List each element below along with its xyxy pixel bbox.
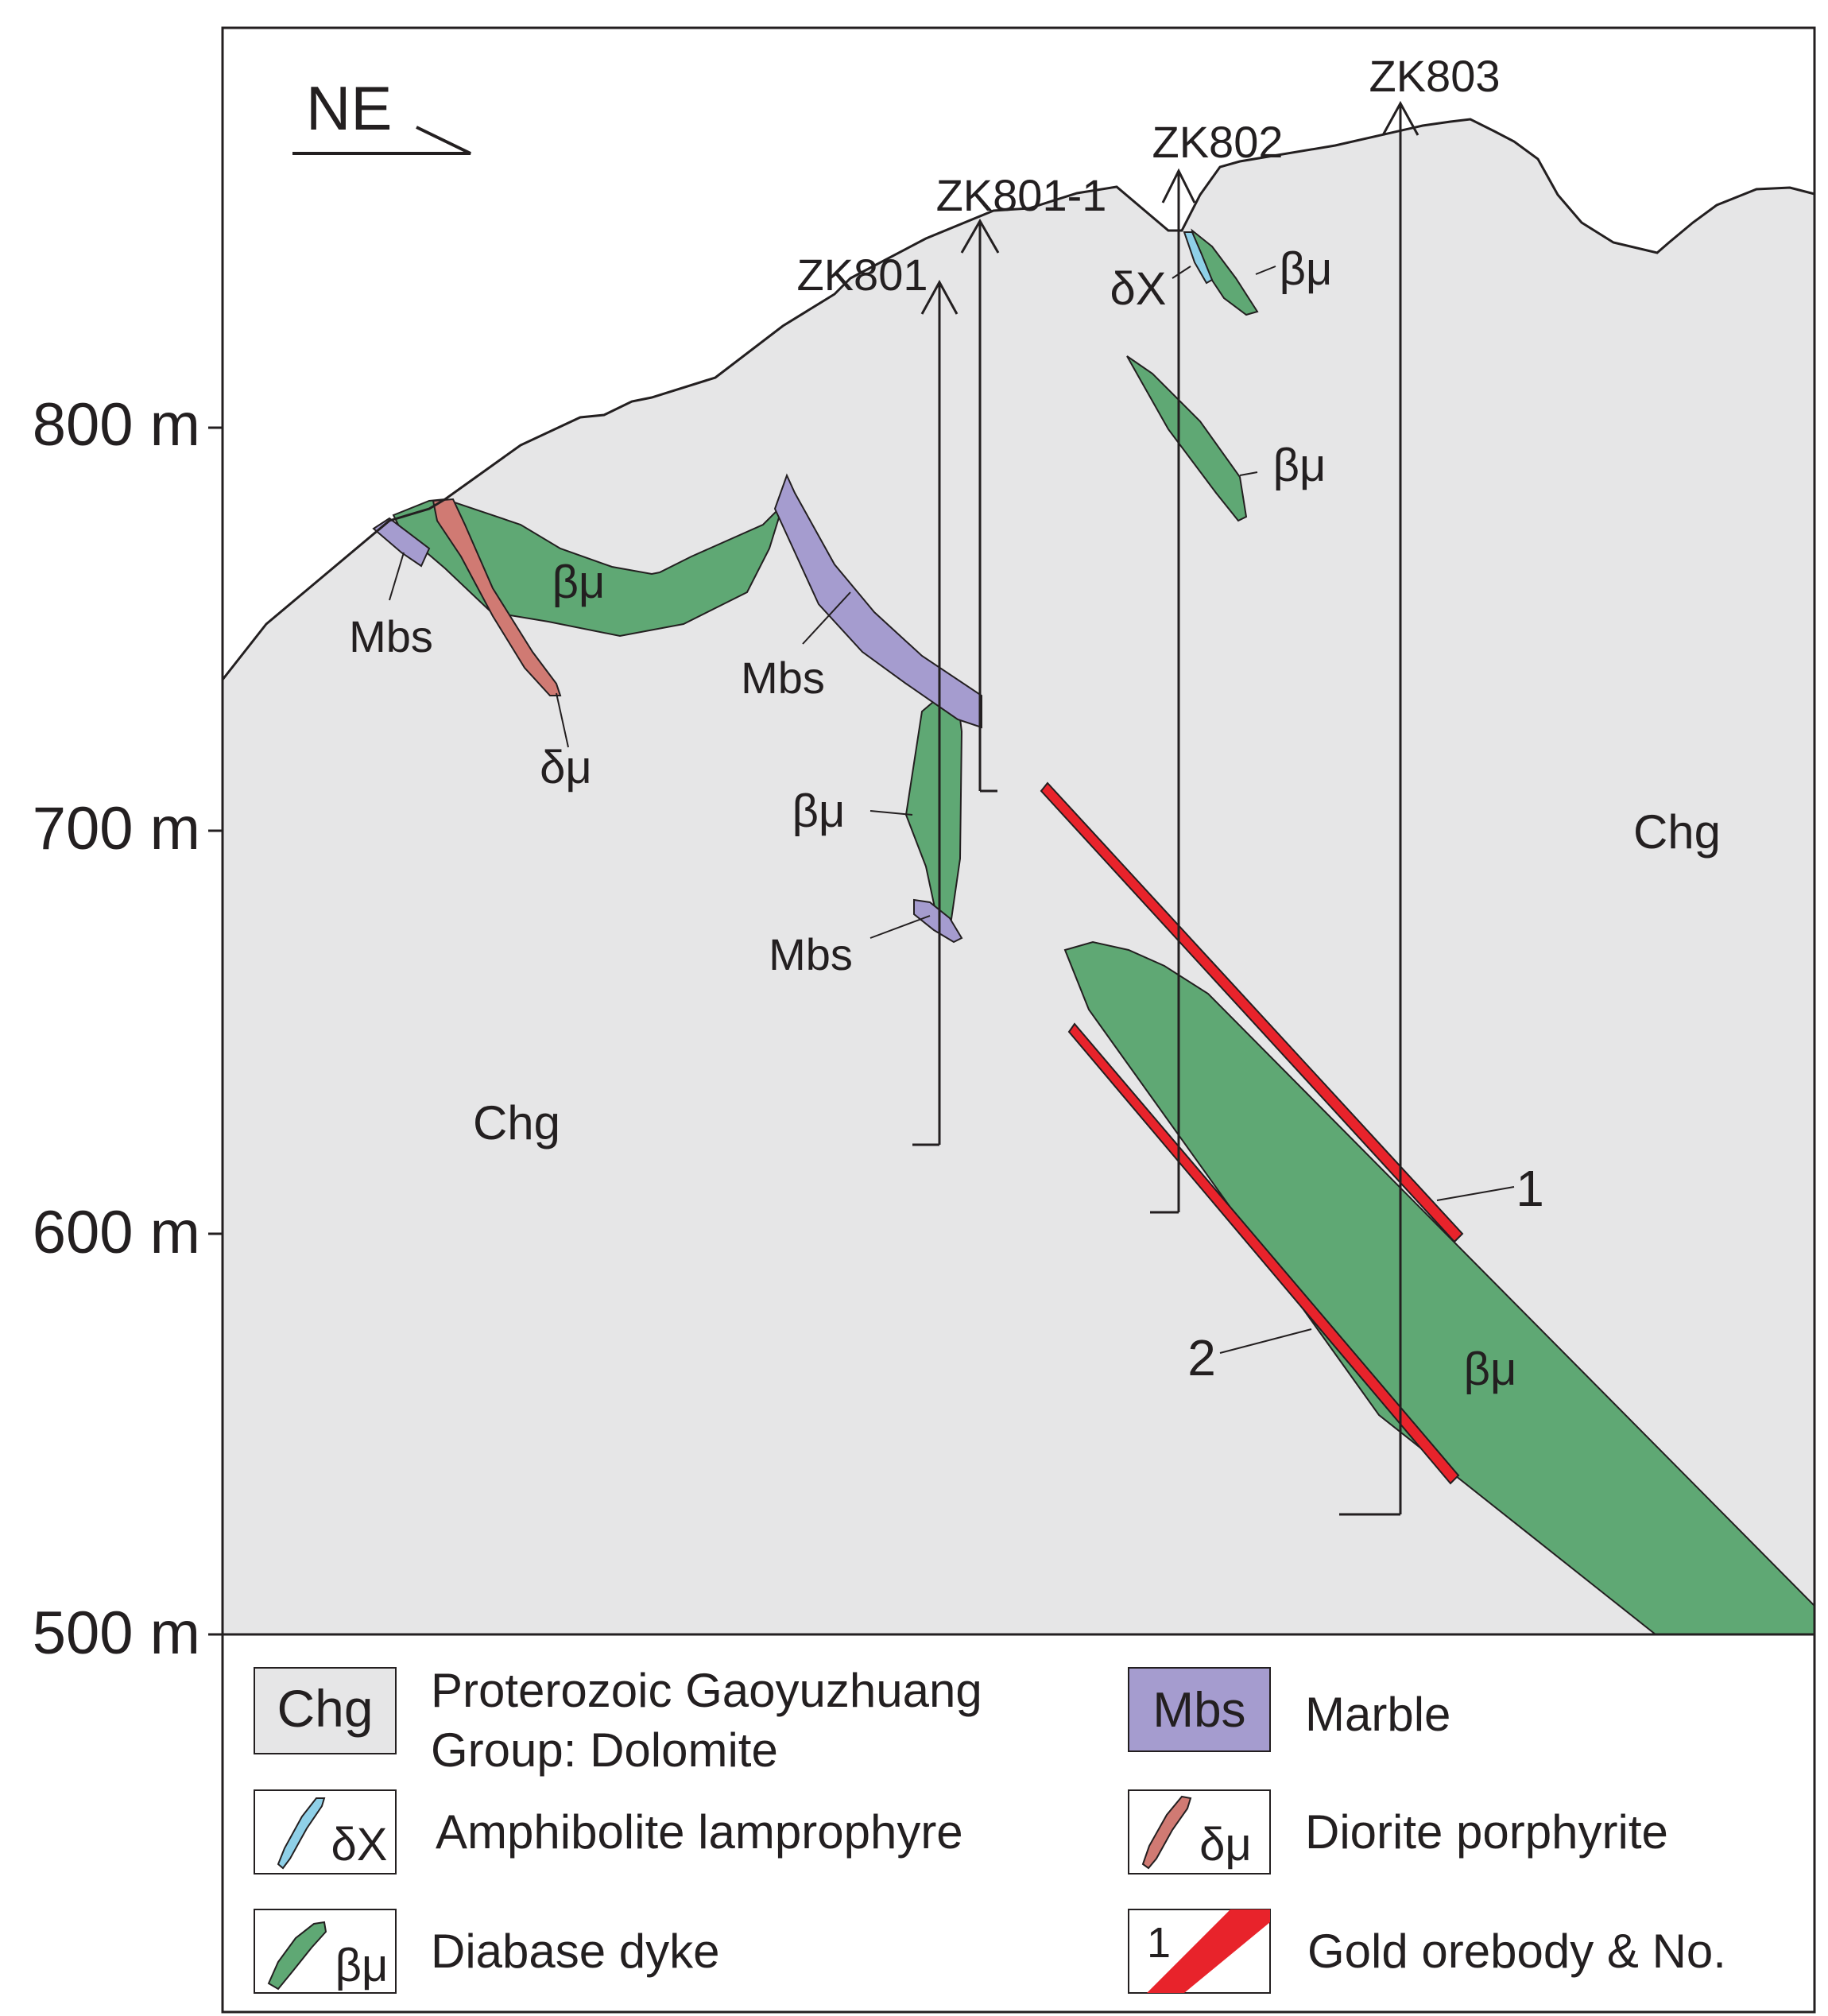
leader-bmu-upper [1255, 266, 1276, 275]
marble-body-3 [913, 898, 963, 944]
legend-label-chg-line2: Group: Dolomite [431, 1723, 778, 1777]
legend-label-orebody: Gold orebody & No. [1307, 1925, 1726, 1978]
legend: Chg Proterozoic Gaoyuzhuang Group: Dolom… [221, 1633, 1816, 2014]
leader-orebody-1 [1436, 1186, 1515, 1201]
legend-label-dx: Amphibolite lamprophyre [436, 1805, 963, 1859]
unit-label-mbs-1: Mbs [349, 611, 433, 661]
leader-mbs-3 [869, 915, 931, 939]
leader-dmu-1 [556, 692, 569, 748]
unit-label-chg-left: Chg [473, 1096, 560, 1150]
leader-mbs-1 [389, 552, 405, 601]
unit-label-dmu-1: δμ [540, 742, 592, 793]
legend-symbol-dmu: δμ [1199, 1819, 1252, 1871]
legend-lamprophyre-icon [277, 1797, 326, 1870]
legend-symbol-mbs: Mbs [1152, 1683, 1245, 1738]
legend-diorite-icon [1141, 1795, 1192, 1870]
legend-diabase-icon [267, 1921, 327, 1991]
diabase-dyke-middle [1126, 355, 1248, 522]
legend-frame [221, 1633, 1816, 2014]
borehole-zk801-1 [960, 218, 1000, 793]
leader-bmu-middle [1239, 471, 1258, 476]
unit-label-bmu-1: βμ [552, 556, 606, 608]
unit-label-bmu-2: βμ [792, 785, 846, 837]
orientation-label: NE [306, 73, 392, 143]
borehole-zk801 [912, 279, 959, 1146]
unit-label-bmu-4: βμ [1273, 440, 1326, 491]
orientation-arrow-icon [292, 126, 471, 155]
orientation-indicator: NE [292, 73, 471, 155]
amphibolite-lamprophyre-body [1183, 231, 1214, 285]
legend-label-chg-line1: Proterozoic Gaoyuzhuang [431, 1664, 982, 1717]
legend-label-mbs: Marble [1305, 1688, 1450, 1741]
elevation-axis-ticks [208, 426, 223, 1636]
unit-label-chg-right: Chg [1633, 805, 1721, 859]
marble-body-1 [372, 517, 431, 568]
legend-orebody-icon [1147, 1909, 1270, 1993]
gold-orebody-2 [1067, 1022, 1460, 1485]
borehole-label-zk803: ZK803 [1369, 51, 1501, 101]
unit-label-bmu-5: βμ [1464, 1343, 1517, 1395]
elevation-tick-800: 800 m [33, 391, 200, 459]
borehole-zk802 [1150, 168, 1196, 1214]
leader-mbs-2 [802, 591, 851, 645]
gold-orebody-1 [1040, 781, 1464, 1243]
diorite-porphyrite-body [432, 498, 562, 696]
legend-swatch-chg [254, 1667, 397, 1754]
unit-label-orebody-1: 1 [1516, 1160, 1544, 1217]
unit-label-mbs-3: Mbs [769, 929, 853, 979]
elevation-tick-500: 500 m [33, 1599, 200, 1667]
topographic-surface [221, 118, 1815, 680]
legend-symbol-orebody: 1 [1147, 1919, 1171, 1967]
leader-orebody-2 [1219, 1328, 1312, 1354]
legend-symbol-bmu: βμ [335, 1940, 389, 1991]
legend-label-dmu: Diorite porphyrite [1305, 1805, 1668, 1859]
marble-body-2 [773, 473, 982, 729]
legend-symbol-chg: Chg [277, 1679, 373, 1738]
borehole-zk803 [1339, 100, 1419, 1516]
elevation-tick-600: 600 m [33, 1199, 200, 1266]
borehole-label-zk801: ZK801 [797, 250, 928, 300]
legend-symbol-dx: δX [331, 1819, 388, 1871]
unit-label-orebody-2: 2 [1187, 1329, 1216, 1386]
leader-dx [1172, 266, 1191, 279]
legend-swatch-mbs [1128, 1667, 1271, 1752]
unit-label-bmu-3: βμ [1280, 243, 1333, 295]
elevation-tick-700: 700 m [33, 795, 200, 863]
borehole-label-zk801-1: ZK801-1 [936, 170, 1107, 220]
unit-label-mbs-2: Mbs [741, 653, 825, 703]
borehole-label-zk802: ZK802 [1152, 117, 1284, 167]
leader-bmu-zk801 [869, 810, 913, 816]
legend-label-bmu: Diabase dyke [431, 1925, 720, 1978]
legend-swatch-dx [254, 1789, 397, 1874]
unit-label-dx: δX [1110, 263, 1167, 315]
